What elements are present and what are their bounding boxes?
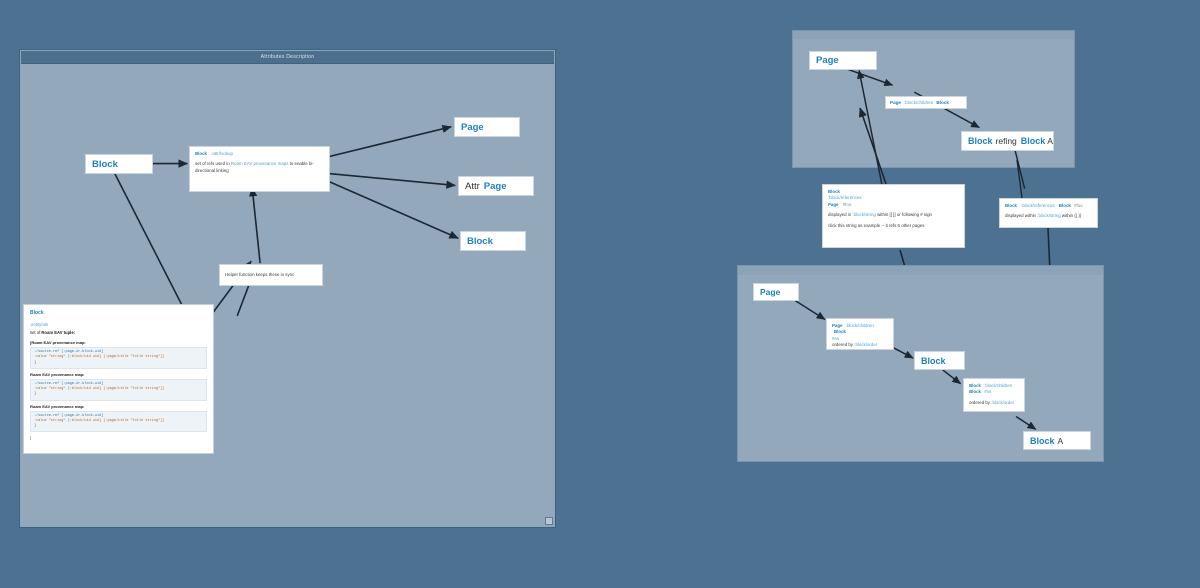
node-label: Block bbox=[92, 158, 118, 170]
panel-children-diagram[interactable]: Page Page :block/children Block #ns orde… bbox=[737, 265, 1104, 462]
code-card-tail: ] bbox=[30, 435, 32, 441]
panel-references-diagram[interactable]: Page Page :block/children Block Block re… bbox=[792, 30, 1075, 189]
panel-header-band bbox=[793, 31, 1074, 39]
card-entity-attr-code[interactable]: Block :entity/attr set of Roam EAV tuple… bbox=[23, 304, 214, 454]
code-section-label: Roam EAV provenance map: bbox=[30, 371, 85, 377]
code-card-lead: set of Roam EAV tuple: bbox=[30, 329, 76, 335]
card-object: Block #ns bbox=[969, 389, 992, 395]
node-label: Block bbox=[467, 235, 493, 247]
code-section-label: [Roam EAV provenance map: bbox=[30, 340, 86, 346]
diagram-canvas[interactable]: Block Page Attr Page Block Block :attr/l… bbox=[23, 64, 552, 524]
node-block-refing-block-a[interactable]: Block refing Block A bbox=[961, 131, 1054, 151]
node-block-bottom-right[interactable]: Block bbox=[460, 231, 526, 251]
card-page-children-block[interactable]: Page :block/children Block #ns ordered b… bbox=[826, 318, 894, 350]
edge-label-subject: Page bbox=[890, 100, 901, 105]
node-page[interactable]: Page bbox=[809, 51, 877, 70]
attributes-description-window[interactable]: Attributes Description Block Page Attr bbox=[20, 50, 555, 527]
code-block: :/source-ref [:page-or-block-uid] :value… bbox=[30, 347, 207, 369]
card-ordered-by: ordered by :block/order bbox=[832, 342, 878, 348]
node-label-subject: Block bbox=[968, 136, 993, 146]
node-page[interactable]: Page bbox=[753, 283, 799, 301]
node-label: Block bbox=[1030, 435, 1055, 446]
card-line-1: displayed within :block/string within ((… bbox=[1005, 213, 1082, 219]
node-block-a[interactable]: Block A bbox=[1023, 431, 1091, 450]
card-triple: Block :block/references Block #foo bbox=[1005, 203, 1083, 208]
card-attribute: :block/references bbox=[828, 195, 862, 201]
card-attr-lookup[interactable]: Block :attr/lookup set of refs used in R… bbox=[189, 146, 330, 192]
node-label: Page bbox=[461, 121, 484, 133]
node-label-suffix: A bbox=[1057, 435, 1064, 446]
card-subject: Block bbox=[828, 189, 840, 194]
code-block: :/source-ref [:page-or-block-uid] :value… bbox=[30, 410, 207, 433]
attr-prefix-label: Attr bbox=[465, 180, 480, 192]
node-block-left[interactable]: Block bbox=[85, 154, 153, 174]
node-label: Page bbox=[483, 180, 507, 192]
card-description: set of refs used in Roam EAV provenance … bbox=[195, 161, 314, 173]
window-resize-handle[interactable] bbox=[545, 517, 553, 525]
node-block[interactable]: Block bbox=[914, 351, 965, 370]
card-line-2: click this string as example -- it refs … bbox=[828, 222, 925, 228]
card-block-children-block[interactable]: Block :block/children Block #ns ordered … bbox=[963, 378, 1025, 412]
code-card-title: Block bbox=[30, 310, 44, 316]
node-label: Page bbox=[760, 287, 781, 297]
card-subject-attr: Block :block/children bbox=[969, 383, 1013, 388]
card-object-tag: #ns bbox=[832, 335, 840, 341]
node-label-suffix: A bbox=[1047, 136, 1053, 146]
edge-label-attribute: :block/children bbox=[903, 100, 934, 105]
card-triple: Page :block/children Block bbox=[832, 323, 874, 335]
card-ordered-by: ordered by :block/order bbox=[969, 399, 1015, 405]
card-heading: Block :attr/lookup bbox=[195, 151, 233, 156]
card-block-references-page[interactable]: Block :block/references Page #foo displa… bbox=[822, 184, 965, 248]
node-label: Page bbox=[816, 55, 839, 66]
node-attr-page[interactable]: Attr Page bbox=[458, 176, 534, 196]
node-page-top-right[interactable]: Page bbox=[454, 117, 520, 137]
node-label: Block bbox=[921, 355, 946, 366]
edge-label-page-children-block[interactable]: Page :block/children Block bbox=[885, 96, 967, 109]
node-label-object: Block bbox=[1020, 136, 1046, 146]
edge-label-object: Block bbox=[936, 100, 949, 105]
card-helper-note[interactable]: Helper function keeps these in sync bbox=[219, 264, 323, 286]
node-label-relation: refing bbox=[995, 136, 1017, 146]
helper-note-text: Helper function keeps these in sync bbox=[225, 271, 295, 277]
card-line-1: displayed in :block/string within [[ ]] … bbox=[828, 212, 932, 218]
code-section-label: Roam EAV provenance map: bbox=[30, 403, 85, 409]
window-title: Attributes Description bbox=[260, 54, 315, 60]
panel-header-band bbox=[738, 266, 1103, 275]
card-block-references-block[interactable]: Block :block/references Block #foo displ… bbox=[999, 198, 1098, 228]
card-object: Page #foo bbox=[828, 201, 852, 207]
code-card-subtitle: :entity/attr bbox=[30, 321, 49, 327]
code-block: :/source-ref [:page-or-block-uid] :value… bbox=[30, 378, 207, 401]
window-titlebar[interactable]: Attributes Description bbox=[21, 51, 554, 64]
